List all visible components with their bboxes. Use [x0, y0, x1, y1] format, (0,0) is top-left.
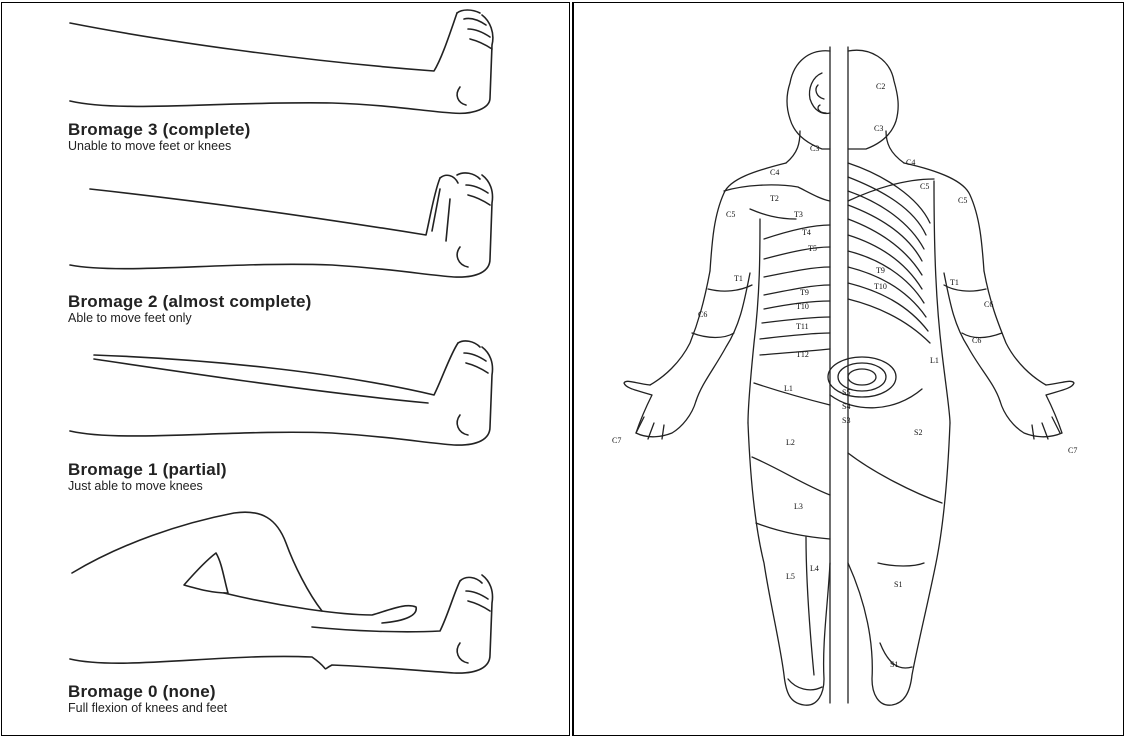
label-t10-right: T10 — [874, 282, 887, 291]
label-l1-right: L1 — [930, 356, 939, 365]
bromage-1-caption: Bromage 1 (partial) Just able to move kn… — [68, 461, 227, 494]
label-c4-left: C4 — [770, 168, 779, 177]
label-t12: T12 — [796, 350, 809, 359]
bromage-3-description: Unable to move feet or knees — [68, 139, 251, 154]
label-t1-left: T1 — [734, 274, 743, 283]
label-t9-right: T9 — [876, 266, 885, 275]
label-c3-left: C3 — [810, 144, 819, 153]
bromage-0-description: Full flexion of knees and feet — [68, 701, 227, 716]
dermatome-figure: C2 C3 C3 C4 C4 C5 C5 C5 C6 C6 C6 C7 C7 T… — [574, 3, 1124, 735]
label-s2: S2 — [914, 428, 922, 437]
label-l3: L3 — [794, 502, 803, 511]
bromage-scale-panel: Bromage 3 (complete) Unable to move feet… — [1, 2, 570, 736]
leg-bromage-2 — [70, 173, 493, 277]
label-t9-left: T9 — [800, 288, 809, 297]
bromage-3-title: Bromage 3 (complete) — [68, 121, 251, 139]
label-s5: S5 — [842, 388, 850, 397]
label-c4-right: C4 — [906, 158, 915, 167]
label-c6-right-lower: C6 — [972, 336, 981, 345]
dermatome-map-panel: C2 C3 C3 C4 C4 C5 C5 C5 C6 C6 C6 C7 C7 T… — [572, 2, 1124, 736]
bromage-2-description: Able to move feet only — [68, 311, 311, 326]
leg-bromage-0 — [70, 512, 493, 673]
bromage-3-caption: Bromage 3 (complete) Unable to move feet… — [68, 121, 251, 154]
label-c7-left: C7 — [612, 436, 621, 445]
label-s1-calf: S1 — [890, 660, 898, 669]
label-l4: L4 — [810, 564, 819, 573]
label-c5-right: C5 — [920, 182, 929, 191]
bromage-2-caption: Bromage 2 (almost complete) Able to move… — [68, 293, 311, 326]
label-l5: L5 — [786, 572, 795, 581]
bromage-0-title: Bromage 0 (none) — [68, 683, 227, 701]
label-c5-far: C5 — [958, 196, 967, 205]
label-t3: T3 — [794, 210, 803, 219]
label-c5-left: C5 — [726, 210, 735, 219]
leg-bromage-1 — [70, 341, 493, 445]
label-s1-thigh: S1 — [894, 580, 902, 589]
label-t10-left: T10 — [796, 302, 809, 311]
label-t2: T2 — [770, 194, 779, 203]
label-l2: L2 — [786, 438, 795, 447]
label-c2: C2 — [876, 82, 885, 91]
bromage-0-caption: Bromage 0 (none) Full flexion of knees a… — [68, 683, 227, 716]
label-t4: T4 — [802, 228, 811, 237]
label-t11: T11 — [796, 322, 809, 331]
label-t5: T5 — [808, 244, 817, 253]
label-c3-right: C3 — [874, 124, 883, 133]
bromage-2-title: Bromage 2 (almost complete) — [68, 293, 311, 311]
label-c6-right: C6 — [984, 300, 993, 309]
label-s3: S3 — [842, 416, 850, 425]
label-s4: S4 — [842, 402, 850, 411]
label-c7-right: C7 — [1068, 446, 1077, 455]
label-t1-right: T1 — [950, 278, 959, 287]
bromage-illustrations — [2, 3, 569, 735]
bromage-1-title: Bromage 1 (partial) — [68, 461, 227, 479]
label-l1-left: L1 — [784, 384, 793, 393]
leg-bromage-3 — [70, 10, 493, 113]
label-c6-left: C6 — [698, 310, 707, 319]
dermatome-labels: C2 C3 C3 C4 C4 C5 C5 C5 C6 C6 C6 C7 C7 T… — [612, 82, 1077, 669]
bromage-1-description: Just able to move knees — [68, 479, 227, 494]
